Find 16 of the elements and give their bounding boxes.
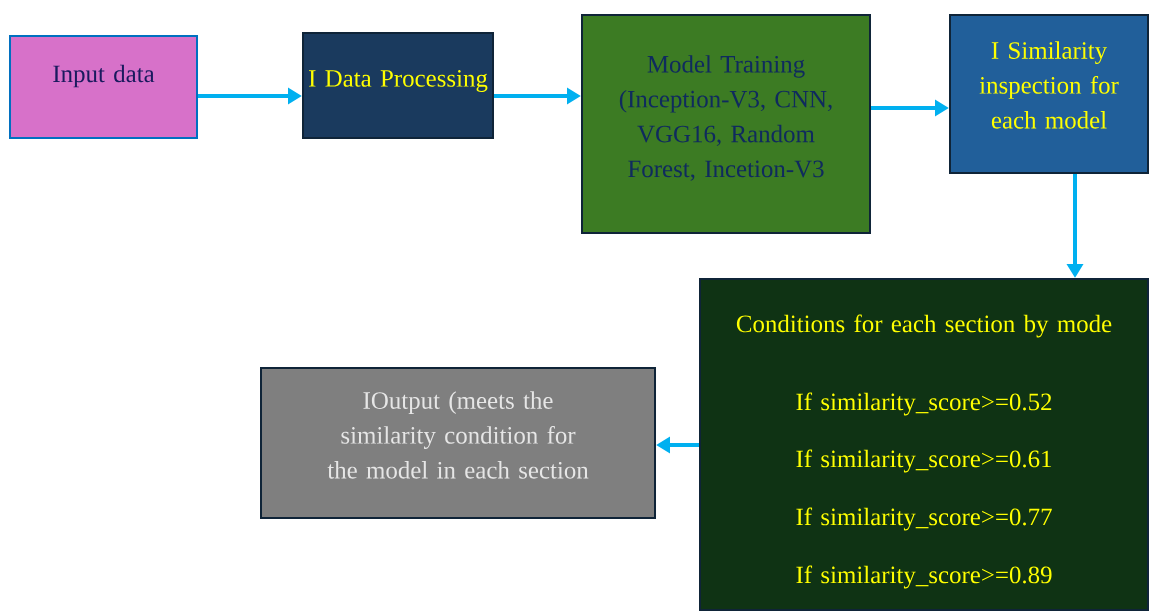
process-box [581, 14, 871, 234]
conditions-box [699, 278, 1149, 611]
condition-text: If similarity_score>=0.52 [796, 392, 1052, 416]
process-box [302, 32, 494, 139]
condition-text: If similarity_score>=0.89 [796, 565, 1052, 589]
box-text: IOutput (meets the similarity condition for the model in each section [327, 391, 589, 479]
process-box [9, 35, 198, 139]
box-heading: Conditions for each section by mode [736, 314, 1112, 338]
condition-text: If similarity_score>=0.61 [796, 449, 1052, 473]
box-text: Input data [53, 64, 155, 88]
condition-text: If similarity_score>=0.77 [796, 507, 1052, 531]
box-text: I Similarity inspection for each model [979, 41, 1119, 129]
process-box [949, 14, 1149, 174]
output-box [260, 367, 656, 519]
box-text: I Data Processing [309, 70, 488, 92]
box-text: Model Training (Inception-V3, CNN, VGG16, Random Forest, Incetion-V3 [619, 55, 832, 181]
